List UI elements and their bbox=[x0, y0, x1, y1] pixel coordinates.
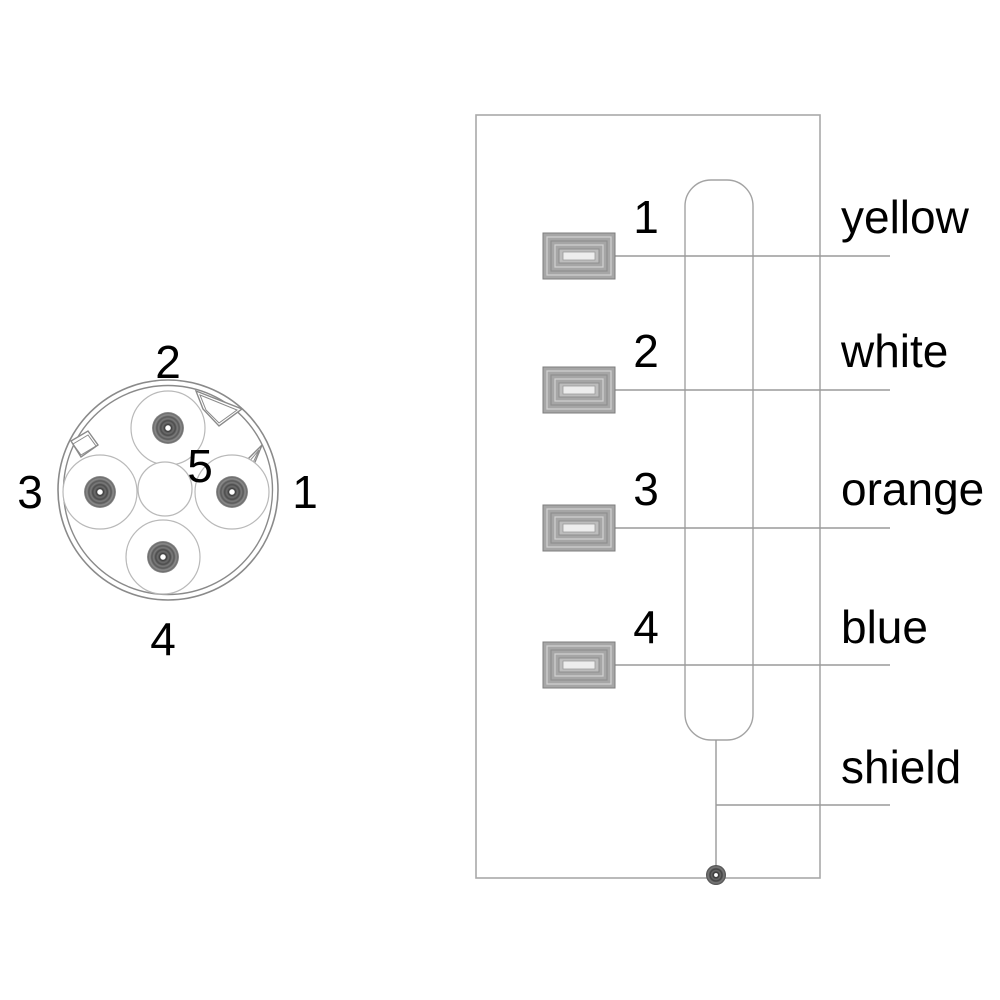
panel-outline bbox=[475, 114, 821, 879]
face-pin-label-3: 3 bbox=[17, 466, 43, 518]
cable-wiring-panel: 1 yellow 2 white bbox=[475, 114, 984, 885]
wire-color-label-blue: blue bbox=[841, 601, 928, 653]
wire-pin-number-3: 3 bbox=[633, 463, 659, 515]
wire-pin-number-2: 2 bbox=[633, 325, 659, 377]
pin-socket-1 bbox=[216, 476, 248, 508]
contact-pad-3 bbox=[542, 504, 616, 552]
wire-row-4: 4 blue bbox=[542, 601, 928, 689]
face-pin-label-2: 2 bbox=[155, 336, 181, 388]
contact-pad-1 bbox=[542, 232, 616, 280]
keyway-notch-top-right bbox=[194, 389, 244, 427]
wire-pin-number-4: 4 bbox=[633, 601, 659, 653]
wire-row-3: 3 orange bbox=[542, 463, 984, 552]
wire-color-label-shield: shield bbox=[841, 741, 961, 793]
wire-row-2: 2 white bbox=[542, 325, 948, 414]
face-pin-label-1: 1 bbox=[292, 466, 318, 518]
pin-socket-2 bbox=[152, 412, 184, 444]
face-pin-label-4: 4 bbox=[150, 613, 176, 665]
wire-row-1: 1 yellow bbox=[542, 191, 970, 280]
keyway-notch-top-right-inner bbox=[199, 394, 239, 424]
contact-pad-2 bbox=[542, 366, 616, 414]
wire-color-label-white: white bbox=[840, 325, 948, 377]
shield-connection: shield bbox=[706, 740, 961, 885]
shield-ground-eyelet-icon bbox=[706, 865, 726, 885]
pin-socket-4 bbox=[147, 541, 179, 573]
wire-pin-number-1: 1 bbox=[633, 191, 659, 243]
face-pin-label-5: 5 bbox=[187, 440, 213, 492]
connector-face-view: 2 3 1 4 5 bbox=[17, 336, 318, 665]
cable-jacket bbox=[684, 179, 754, 741]
keyway-notch-left-inner bbox=[72, 434, 97, 456]
wire-color-label-orange: orange bbox=[841, 463, 984, 515]
pin-socket-3 bbox=[84, 476, 116, 508]
pin-well-5-center bbox=[137, 461, 193, 517]
wire-color-label-yellow: yellow bbox=[841, 191, 970, 243]
contact-pad-4 bbox=[542, 641, 616, 689]
